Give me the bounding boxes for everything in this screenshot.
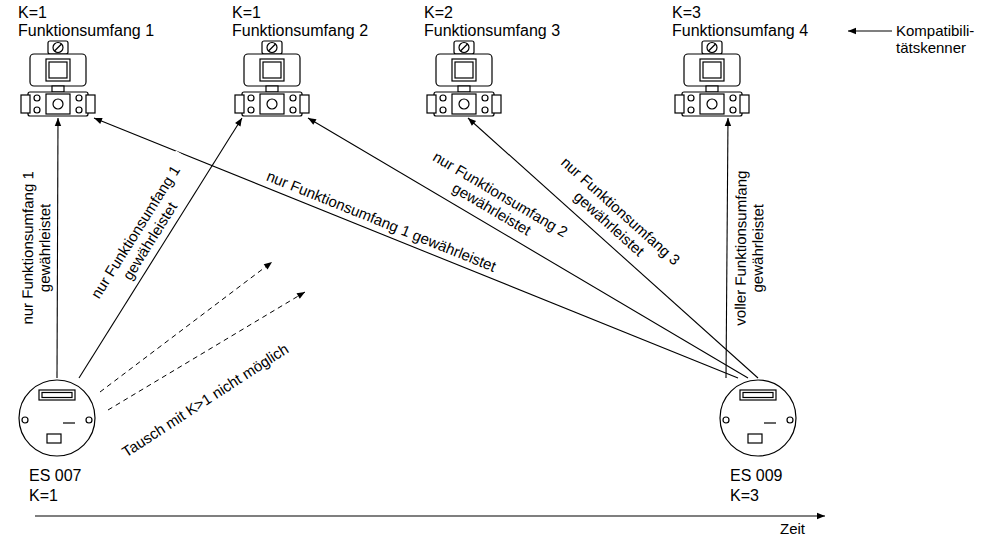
connector-arrow bbox=[94, 118, 738, 378]
edge-label: nur Funktionsumfang 1 gewährleistet bbox=[79, 151, 204, 322]
transmitter-node: K=3Funktionsumfang 4 bbox=[672, 4, 808, 118]
electronics-module-node: ES 009K=3 bbox=[718, 378, 798, 506]
device-label: K=1 bbox=[18, 4, 154, 22]
electronics-module-node: ES 007K=1 bbox=[17, 378, 97, 506]
transmitter-icon bbox=[672, 40, 752, 118]
transmitter-node: K=2Funktionsumfang 3 bbox=[424, 4, 560, 118]
transmitter-node: K=1Funktionsumfang 1 bbox=[18, 4, 154, 118]
time-axis bbox=[35, 515, 825, 516]
edge-label: voller Funktionsumfang gewährleistet bbox=[731, 153, 766, 344]
device-label: Funktionsumfang 4 bbox=[672, 22, 808, 40]
device-label: Funktionsumfang 3 bbox=[424, 22, 560, 40]
device-label: K=3 bbox=[672, 4, 808, 22]
transmitter-node: K=1Funktionsumfang 2 bbox=[232, 4, 368, 118]
device-label: K=1 bbox=[232, 4, 368, 22]
module-label: K=1 bbox=[29, 486, 97, 506]
module-label: ES 009 bbox=[730, 466, 798, 486]
device-label: K=2 bbox=[424, 4, 560, 22]
connector-arrow bbox=[57, 118, 58, 378]
transmitter-icon bbox=[424, 40, 504, 118]
connector-arrow bbox=[79, 118, 242, 378]
transmitter-icon bbox=[18, 40, 98, 118]
module-label: K=3 bbox=[730, 486, 798, 506]
electronics-module-icon bbox=[17, 378, 97, 458]
axis-label: Zeit bbox=[780, 520, 805, 537]
edge-label: nur Funktionsumfang 1 gewährleistet bbox=[18, 157, 53, 338]
connector-arrow bbox=[468, 118, 758, 378]
transmitter-icon bbox=[232, 40, 312, 118]
callout-label: Kompatibili- tätskenner bbox=[896, 22, 980, 56]
device-label: Funktionsumfang 2 bbox=[232, 22, 368, 40]
electronics-module-icon bbox=[718, 378, 798, 458]
connector-arrow bbox=[308, 118, 748, 378]
device-label: Funktionsumfang 1 bbox=[18, 22, 154, 40]
edge-label: nur Funktionsumfang 1 gewährleistet bbox=[223, 150, 541, 292]
connector-arrow bbox=[726, 118, 728, 378]
module-label: ES 007 bbox=[29, 466, 97, 486]
edge-label: nur Funktionsumfang 3 gewährleistet bbox=[536, 144, 693, 290]
note-label: Tausch mit K>1 nicht möglich bbox=[116, 338, 294, 462]
leader-arrow bbox=[848, 30, 892, 31]
